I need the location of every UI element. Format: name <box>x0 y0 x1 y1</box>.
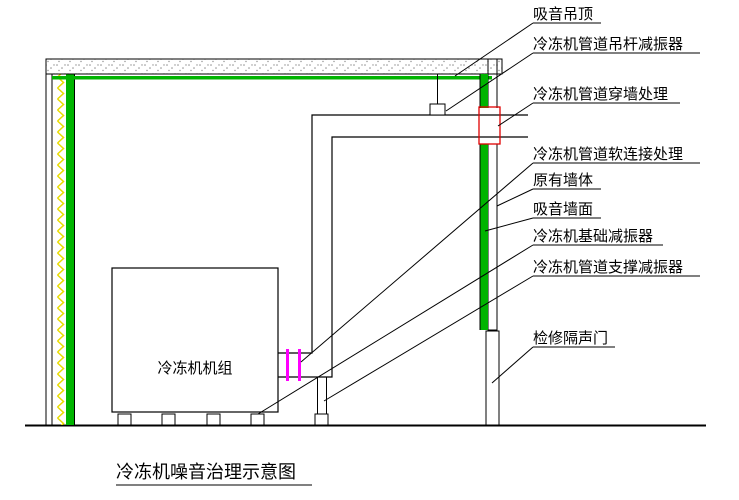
callout-label: 冷冻机基础减振器 <box>533 227 653 245</box>
leader-line <box>484 217 534 232</box>
callout-label: 吸音墙面 <box>533 200 593 218</box>
machine-body <box>111 267 279 413</box>
callout-absorptive-wall-surface: 吸音墙面 <box>484 200 601 232</box>
machine-foundation-dampers <box>117 413 265 426</box>
callout-inspection-acoustic-door: 检修隔声门 <box>491 329 615 384</box>
leader-line <box>496 188 534 207</box>
title-block: 冷冻机噪音治理示意图 <box>116 462 312 486</box>
callout-label: 检修隔声门 <box>533 329 608 347</box>
wall-penetration-sleeve <box>478 106 501 145</box>
left-wall-insulation-band <box>55 74 66 425</box>
callout-original-wall: 原有墙体 <box>496 171 601 207</box>
machine-unit: 冷冻机机组 <box>111 267 279 426</box>
callout-pipe-hanger-damper: 冷冻机管道吊杆减振器 <box>445 35 700 112</box>
right-wall <box>479 59 500 426</box>
leader-line <box>454 22 534 77</box>
foundation-damper <box>161 413 176 426</box>
machine-label: 冷冻机机组 <box>157 359 232 377</box>
right-wall-absorber-band-upper <box>480 74 488 108</box>
pipe-inner-line <box>278 136 528 378</box>
leader-line <box>323 275 534 402</box>
foundation-damper <box>250 413 265 426</box>
pipe-support-damper <box>314 413 329 426</box>
ceiling-slab <box>45 58 503 75</box>
diagram-title: 冷冻机噪音治理示意图 <box>116 462 296 483</box>
callout-label: 冷冻机管道软连接处理 <box>533 145 683 163</box>
pipe-support <box>314 377 329 426</box>
leader-line <box>497 102 534 127</box>
callout-pipe-support-damper: 冷冻机管道支撑减振器 <box>323 258 700 402</box>
left-wall <box>45 59 75 425</box>
foundation-damper <box>117 413 132 426</box>
hanger-damper <box>429 103 446 116</box>
ceiling <box>45 58 503 80</box>
callout-label: 吸音吊顶 <box>533 5 593 23</box>
leader-line <box>491 346 534 384</box>
callout-label: 冷冻机管道吊杆减振器 <box>533 35 683 53</box>
callout-absorptive-ceiling: 吸音吊顶 <box>454 5 601 77</box>
foundation-damper <box>206 413 221 426</box>
leader-line <box>257 244 534 415</box>
leader-line <box>445 52 534 112</box>
callouts: 吸音吊顶 冷冻机管道吊杆减振器 冷冻机管道穿墙处理 冷冻机管道软连接处理 <box>257 5 700 415</box>
right-wall-absorber-band-lower <box>480 144 488 330</box>
callout-pipe-flexible-connection: 冷冻机管道软连接处理 <box>300 145 700 363</box>
absorptive-ceiling-layer <box>52 76 492 80</box>
left-wall-absorber-band <box>66 74 74 425</box>
callout-machine-foundation-damper: 冷冻机基础减振器 <box>257 227 663 415</box>
leader-line <box>300 162 534 363</box>
callout-label: 冷冻机管道穿墙处理 <box>533 85 668 103</box>
callout-pipe-wall-penetration: 冷冻机管道穿墙处理 <box>497 85 680 127</box>
callout-label: 原有墙体 <box>533 171 593 189</box>
pipework <box>278 74 528 426</box>
pipe-hanger <box>429 74 446 116</box>
callout-label: 冷冻机管道支撑减振器 <box>533 258 683 276</box>
acoustic-door-leaf <box>485 330 500 426</box>
pipe-outer-line <box>278 114 528 354</box>
